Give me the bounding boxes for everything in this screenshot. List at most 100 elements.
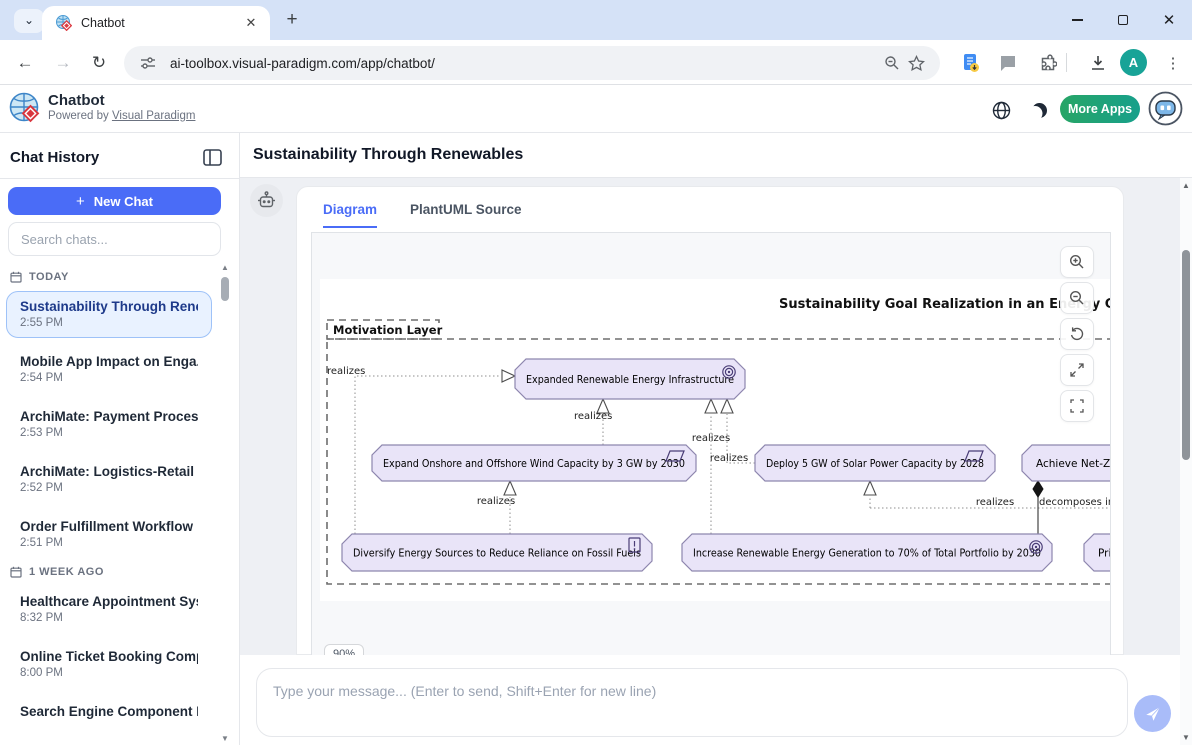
page-title: Sustainability Through Renewables (253, 146, 523, 164)
more-apps-button[interactable]: More Apps (1060, 95, 1140, 123)
tab-diagram[interactable]: Diagram (323, 202, 377, 228)
bookmark-star-icon[interactable] (904, 51, 928, 75)
visual-paradigm-link[interactable]: Visual Paradigm (112, 110, 196, 122)
scroll-down-icon[interactable]: ▼ (1180, 733, 1192, 742)
edge-label: realizes (327, 366, 365, 377)
chat-item-time: 2:51 PM (20, 537, 198, 549)
tab-title: Chatbot (81, 16, 242, 30)
new-chat-button[interactable]: + New Chat (8, 187, 221, 215)
scroll-up-icon[interactable]: ▲ (1180, 181, 1192, 190)
back-button[interactable]: ← (10, 48, 40, 78)
edge-label: realizes (574, 411, 612, 422)
chat-item-time: 2:54 PM (20, 372, 198, 384)
main-panel: Sustainability Through Renewables Diagra… (240, 133, 1192, 745)
send-button[interactable] (1134, 695, 1171, 732)
tab-close-icon[interactable]: ✕ (242, 14, 260, 32)
principle-icon (634, 548, 636, 550)
chat-history-item[interactable]: ArchiMate: Logistics-Retail C... 2:52 PM (6, 456, 212, 503)
section-header: TODAY (10, 271, 214, 283)
new-tab-button[interactable]: + (280, 9, 304, 33)
chat-item-time: 2:55 PM (20, 317, 198, 329)
scroll-up-icon[interactable]: ▲ (220, 263, 230, 272)
app-title: Chatbot (48, 92, 105, 109)
calendar-icon (10, 566, 22, 578)
page-scrollbar-thumb[interactable] (1182, 250, 1190, 460)
page-scrollbar[interactable]: ▲ ▼ (1180, 178, 1192, 745)
tab-plantuml-source[interactable]: PlantUML Source (410, 202, 522, 228)
chat-history-item[interactable]: Online Ticket Booking Comp... 8:00 PM (6, 641, 212, 688)
chat-item-title: Online Ticket Booking Comp... (20, 649, 198, 664)
chat-history-item[interactable]: Healthcare Appointment Sys...8:32 PM (6, 586, 212, 633)
calendar-icon (10, 271, 22, 283)
window-minimize-button[interactable] (1054, 0, 1100, 40)
reload-button[interactable]: ↻ (84, 48, 114, 78)
downloads-icon[interactable] (1085, 50, 1111, 76)
search-chats-input[interactable] (8, 222, 221, 256)
plus-icon: + (76, 193, 85, 210)
chat-history-item[interactable]: ArchiMate: Payment Process ... 2:53 PM (6, 401, 212, 448)
chat-message-area: Diagram PlantUML Source Sustainability G… (240, 178, 1192, 655)
diagram-viewport[interactable]: Sustainability Goal Realization in an En… (311, 232, 1111, 656)
zoom-in-button[interactable] (1060, 246, 1094, 278)
window-maximize-button[interactable] (1100, 0, 1146, 40)
edge-label: realizes (976, 497, 1014, 508)
chat-item-time: 2:52 PM (20, 482, 198, 494)
chat-item-title: Search Engine Component D... (20, 704, 198, 719)
zoom-indicator-icon[interactable] (880, 51, 904, 75)
reading-mode-extension-icon[interactable] (958, 50, 984, 76)
dark-mode-moon-icon[interactable] (1027, 98, 1051, 122)
chat-item-title: Order Fulfillment Workflow (20, 519, 198, 534)
browser-tab[interactable]: Chatbot ✕ (42, 6, 270, 40)
chat-item-title: ArchiMate: Payment Process ... (20, 409, 198, 424)
tab-search-chevron-icon[interactable]: ⌄ (14, 9, 44, 33)
url-text: ai-toolbox.visual-paradigm.com/app/chatb… (170, 56, 880, 71)
window-close-button[interactable]: ✕ (1146, 0, 1192, 40)
node-label: Achieve Net-Zer (1036, 458, 1111, 470)
browser-profile-avatar[interactable]: A (1120, 49, 1147, 76)
zoom-out-button[interactable] (1060, 282, 1094, 314)
chat-item-title: Sustainability Through Rene... (20, 299, 198, 314)
sidebar-title: Chat History (10, 149, 99, 166)
forward-button[interactable]: → (48, 48, 78, 78)
chat-history-item[interactable]: Mobile App Impact on Enga...2:54 PM (6, 346, 212, 393)
chatbot-avatar-icon[interactable] (1148, 91, 1183, 126)
node-label: Expanded Renewable Energy Infrastructure (526, 374, 734, 386)
chat-history-list: TODAY Sustainability Through Rene... 2:55 … (0, 263, 214, 745)
chat-history-item[interactable]: Order Fulfillment Workflow 2:51 PM (6, 511, 212, 558)
edge-label: decomposes into (1039, 497, 1111, 508)
browser-tab-strip: ⌄ Chatbot ✕ + ✕ (0, 0, 1192, 40)
chat-history-sidebar: Chat History + New Chat TODAY Sustainabili… (0, 133, 240, 745)
scroll-down-icon[interactable]: ▼ (220, 734, 230, 743)
powered-by-text: Powered by (48, 110, 112, 122)
archimate-diagram: Sustainability Goal Realization in an En… (312, 233, 1111, 656)
sidebar-scrollbar[interactable]: ▲ ▼ (220, 263, 230, 745)
card-tabs: Diagram PlantUML Source (323, 202, 522, 228)
browser-menu-icon[interactable]: ⋮ (1160, 50, 1186, 76)
robot-icon (257, 191, 276, 210)
edge-label: realizes (692, 433, 730, 444)
message-input[interactable] (256, 668, 1128, 737)
sidebar-scrollbar-thumb[interactable] (221, 277, 229, 301)
expand-button[interactable] (1060, 354, 1094, 386)
collapse-sidebar-icon[interactable] (203, 149, 222, 166)
goal-icon (1035, 546, 1037, 548)
chat-item-title: ArchiMate: Logistics-Retail C... (20, 464, 198, 479)
reset-zoom-button[interactable] (1060, 318, 1094, 350)
chat-history-item[interactable]: Sustainability Through Rene... 2:55 PM (6, 291, 212, 338)
site-settings-icon[interactable] (136, 51, 160, 75)
new-chat-label: New Chat (94, 194, 153, 209)
chat-history-item[interactable]: Search Engine Component D... (6, 696, 212, 731)
language-globe-icon[interactable] (989, 98, 1013, 122)
url-bar[interactable]: ai-toolbox.visual-paradigm.com/app/chatb… (124, 46, 940, 80)
section-label: 1 WEEK AGO (29, 566, 104, 578)
comment-extension-icon[interactable] (995, 50, 1021, 76)
app-subtitle: Powered by Visual Paradigm (48, 110, 195, 122)
extensions-puzzle-icon[interactable] (1034, 50, 1060, 76)
chat-item-time: 2:53 PM (20, 427, 198, 439)
node-label: Deploy 5 GW of Solar Power Capacity by 2… (766, 458, 984, 470)
chat-item-time: 8:00 PM (20, 667, 198, 679)
sidebar-divider (0, 178, 240, 179)
node-label: Increase Renewable Energy Generation to … (693, 548, 1041, 560)
fullscreen-button[interactable] (1060, 390, 1094, 422)
node-label: Expand Onshore and Offshore Wind Capacit… (383, 458, 685, 470)
